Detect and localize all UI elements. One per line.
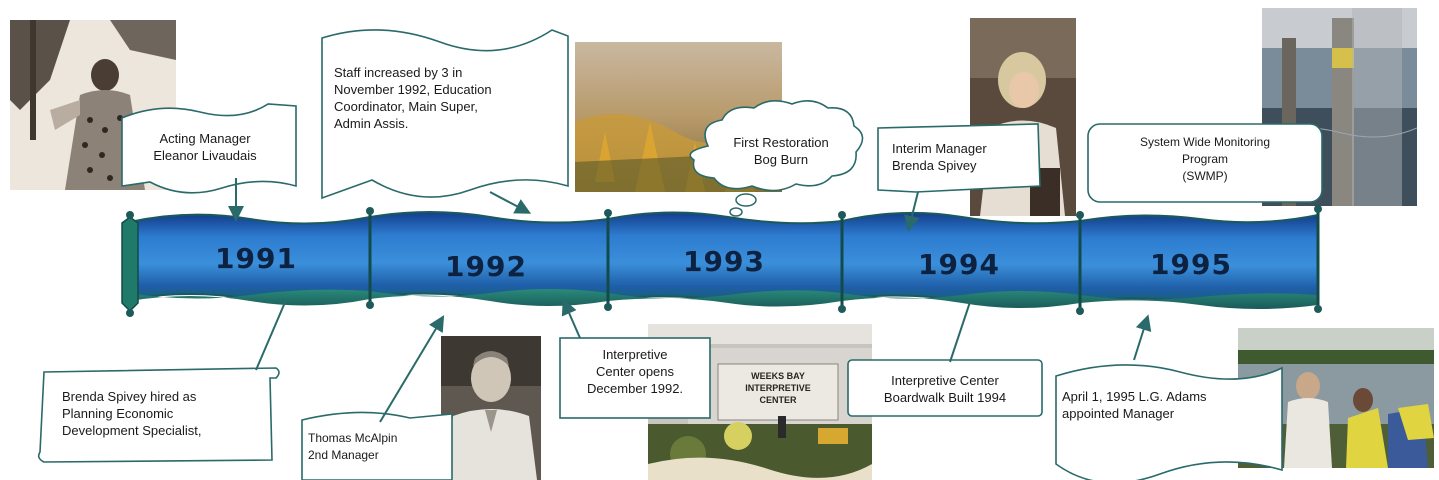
callout-staff-increase [321,29,569,200]
staff-increase-text: Staff increased by 3 in November 1992, E… [334,64,559,132]
photo-eleanor-livaudais [10,20,176,190]
year-label-1991: 1991 [215,242,297,275]
interpretive-center-line-1: Interpretive [602,347,668,362]
center-sign-line-3: CENTER [759,395,797,405]
callout-interpretive-center [559,337,711,419]
year-label-1995: 1995 [1150,248,1232,281]
first-restoration-line-2: Bog Burn [753,152,809,167]
center-sign-line-1: WEEKS BAY [751,371,805,381]
acting-manager-text: Acting Manager Eleanor Livaudais [140,130,270,164]
adams-text: April 1, 1995 L.G. Adams appointed Manag… [1062,388,1272,422]
interim-manager-text: Interim Manager Brenda Spivey [892,140,1032,174]
interim-manager-line-2: Brenda Spivey [892,158,977,173]
boardwalk-line-1: Interpretive Center [891,373,999,388]
swmp-line-2: Program [1181,152,1228,166]
swmp-line-1: System Wide Monitoring [1139,135,1271,149]
year-label-1993: 1993 [683,245,765,278]
swmp-text: System Wide Monitoring Program (SWMP) [1094,134,1316,185]
brenda-hired-text: Brenda Spivey hired as Planning Economic… [62,388,268,439]
brenda-hired-line-3: Development Specialist, [62,423,202,438]
callout-boardwalk [847,359,1043,417]
timeline-band [121,205,1322,317]
brenda-hired-line-2: Planning Economic [62,406,174,421]
interim-manager-line-1: Interim Manager [892,141,987,156]
staff-increase-line-3: Coordinator, Main Super, [334,99,478,114]
callout-acting-manager [121,103,297,194]
year-label-1994: 1994 [918,248,1000,281]
mcalpin-line-2: 2nd Manager [308,448,379,462]
first-restoration-text: First Restoration Bog Burn [706,134,856,168]
acting-manager-line-2: Eleanor Livaudais [153,148,257,163]
callout-swmp [1087,123,1323,203]
callout-brenda-hired [37,367,280,463]
acting-manager-line-1: Acting Manager [159,131,251,146]
callout-first-restoration [689,100,864,192]
interpretive-center-text: Interpretive Center opens December 1992. [562,346,708,397]
first-restoration-line-1: First Restoration [733,135,829,150]
interpretive-center-line-2: Center opens [595,364,675,379]
callout-adams [1055,364,1283,480]
center-sign-line-2: INTERPRETIVE [745,383,811,393]
staff-increase-line-2: November 1992, Education [334,82,492,97]
adams-line-1: April 1, 1995 L.G. Adams [1062,389,1207,404]
staff-increase-line-4: Admin Assis. [334,116,409,131]
interpretive-center-line-3: December 1992. [586,381,684,396]
year-label-1992: 1992 [445,250,527,283]
mcalpin-line-1: Thomas McAlpin [308,431,398,445]
staff-increase-line-1: Staff increased by 3 in [334,65,463,80]
photo-thomas-mcalpin [441,336,541,480]
callout-mcalpin [301,411,453,480]
boardwalk-text: Interpretive Center Boardwalk Built 1994 [852,372,1038,406]
mcalpin-text: Thomas McAlpin 2nd Manager [308,430,448,464]
callout-interim-manager [877,123,1041,193]
adams-line-2: appointed Manager [1062,406,1175,421]
brenda-hired-line-1: Brenda Spivey hired as [62,389,197,404]
swmp-line-3: (SWMP) [1182,169,1228,183]
boardwalk-line-2: Boardwalk Built 1994 [883,390,1007,405]
